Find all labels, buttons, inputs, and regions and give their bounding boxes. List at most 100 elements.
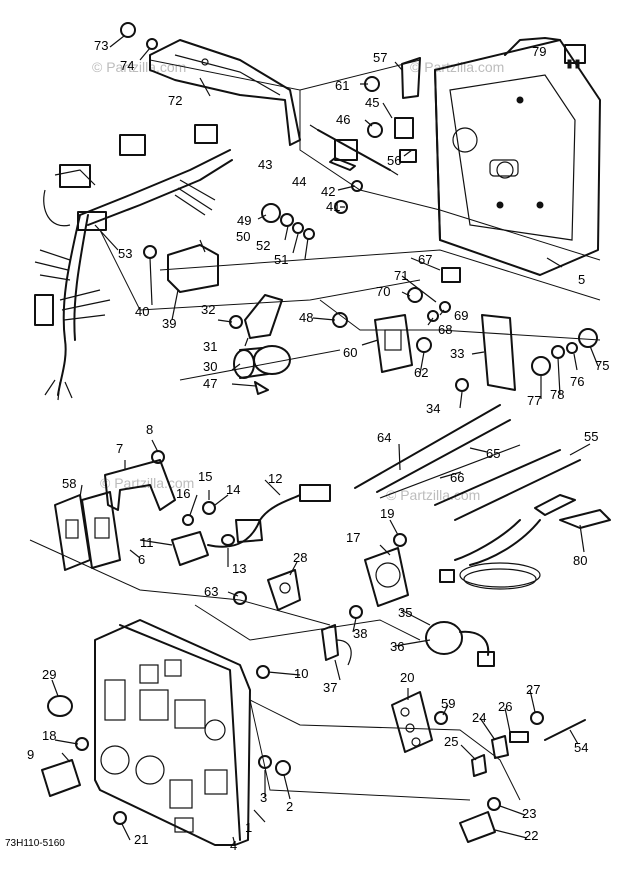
callout-31: 31 (203, 339, 217, 354)
control-panel (94, 619, 251, 846)
callout-46: 46 (336, 112, 350, 127)
callout-41: 41 (326, 199, 340, 214)
wire-harness-53 (34, 124, 233, 401)
terminal-block-20 (391, 691, 448, 753)
callout-47: 47 (203, 376, 217, 391)
callout-5: 5 (578, 272, 585, 287)
callout-50: 50 (236, 229, 250, 244)
watermark-mid-right: © Partzilla.com (386, 487, 480, 503)
watermark-top-right: © Partzilla.com (410, 59, 504, 75)
callout-60: 60 (343, 345, 357, 360)
callout-74: 74 (120, 58, 134, 73)
callout-53: 53 (118, 246, 132, 261)
component-28 (267, 569, 301, 611)
callout-labels: 1 2 3 4 5 6 7 8 9 10 11 12 13 14 15 16 1… (5, 38, 609, 853)
callout-34: 34 (426, 401, 440, 416)
callout-68: 68 (438, 322, 452, 337)
callout-59: 59 (441, 696, 455, 711)
bracket-72 (149, 39, 301, 146)
bracket-57 (401, 57, 421, 99)
callout-51: 51 (274, 252, 288, 267)
callout-10: 10 (294, 666, 308, 681)
callout-49: 49 (237, 213, 251, 228)
callout-72: 72 (168, 93, 182, 108)
callout-70: 70 (376, 284, 390, 299)
connector-79 (564, 44, 586, 69)
callout-18: 18 (42, 728, 56, 743)
callout-79: 79 (532, 44, 546, 59)
callout-75: 75 (595, 358, 609, 373)
outlet-60 (332, 267, 461, 373)
small-parts-lower-right (459, 711, 586, 843)
callout-13: 13 (232, 561, 246, 576)
callout-44: 44 (292, 174, 306, 189)
callout-64: 64 (377, 430, 391, 445)
callout-55: 55 (584, 429, 598, 444)
watermark-top-left: © Partzilla.com (92, 59, 186, 75)
callout-9: 9 (27, 747, 34, 762)
callout-63: 63 (204, 584, 218, 599)
callout-7: 7 (116, 441, 123, 456)
callout-16: 16 (176, 486, 190, 501)
callout-17: 17 (346, 530, 360, 545)
callout-73: 73 (94, 38, 108, 53)
callout-35: 35 (398, 605, 412, 620)
wires-64-65-66 (354, 404, 581, 521)
callout-61: 61 (335, 78, 349, 93)
callout-54: 54 (574, 740, 588, 755)
callout-3: 3 (260, 790, 267, 805)
callout-12: 12 (268, 471, 282, 486)
callout-20: 20 (400, 670, 414, 685)
callout-67: 67 (418, 252, 432, 267)
callout-66: 66 (450, 470, 464, 485)
callout-69: 69 (454, 308, 468, 323)
callout-27: 27 (526, 682, 540, 697)
callout-80: 80 (573, 553, 587, 568)
leader-lines (51, 35, 599, 846)
callout-32: 32 (201, 302, 215, 317)
callout-77: 77 (527, 393, 541, 408)
plate-33 (481, 314, 516, 391)
callout-2: 2 (286, 799, 293, 814)
callout-40: 40 (135, 304, 149, 319)
callout-52: 52 (256, 238, 270, 253)
callout-6: 6 (138, 552, 145, 567)
callout-30: 30 (203, 359, 217, 374)
callout-37: 37 (323, 680, 337, 695)
callout-25: 25 (444, 734, 458, 749)
callout-76: 76 (570, 374, 584, 389)
callout-33: 33 (450, 346, 464, 361)
callout-1: 1 (245, 820, 252, 835)
key-switch-36 (425, 621, 495, 667)
control-box-housing (434, 37, 601, 276)
callout-29: 29 (42, 667, 56, 682)
callout-45: 45 (365, 95, 379, 110)
diagram-code: 73H110-5160 (5, 838, 65, 849)
callout-21: 21 (134, 832, 148, 847)
callout-11: 11 (140, 535, 154, 550)
callout-62: 62 (414, 365, 428, 380)
callout-36: 36 (390, 639, 404, 654)
callout-43: 43 (258, 157, 272, 172)
cable-80 (439, 494, 611, 590)
callout-57: 57 (373, 50, 387, 65)
bracket-31 (244, 294, 283, 339)
callout-15: 15 (198, 469, 212, 484)
rectifier-39 (167, 239, 219, 293)
outlet-17 (364, 533, 409, 607)
callout-28: 28 (293, 550, 307, 565)
callout-58: 58 (62, 476, 76, 491)
callout-65: 65 (486, 446, 500, 461)
callout-71: 71 (394, 268, 408, 283)
capacitor-30 (233, 345, 291, 395)
switch-assembly-11 (151, 450, 331, 605)
rod-assembly-43 (309, 117, 417, 176)
callout-48: 48 (299, 310, 313, 325)
circuit-breakers (54, 491, 121, 571)
callout-22: 22 (524, 828, 538, 843)
upper-assembly-outline (99, 59, 601, 381)
callout-78: 78 (550, 387, 564, 402)
callout-39: 39 (162, 316, 176, 331)
callout-4: 4 (230, 838, 237, 853)
callout-23: 23 (522, 806, 536, 821)
